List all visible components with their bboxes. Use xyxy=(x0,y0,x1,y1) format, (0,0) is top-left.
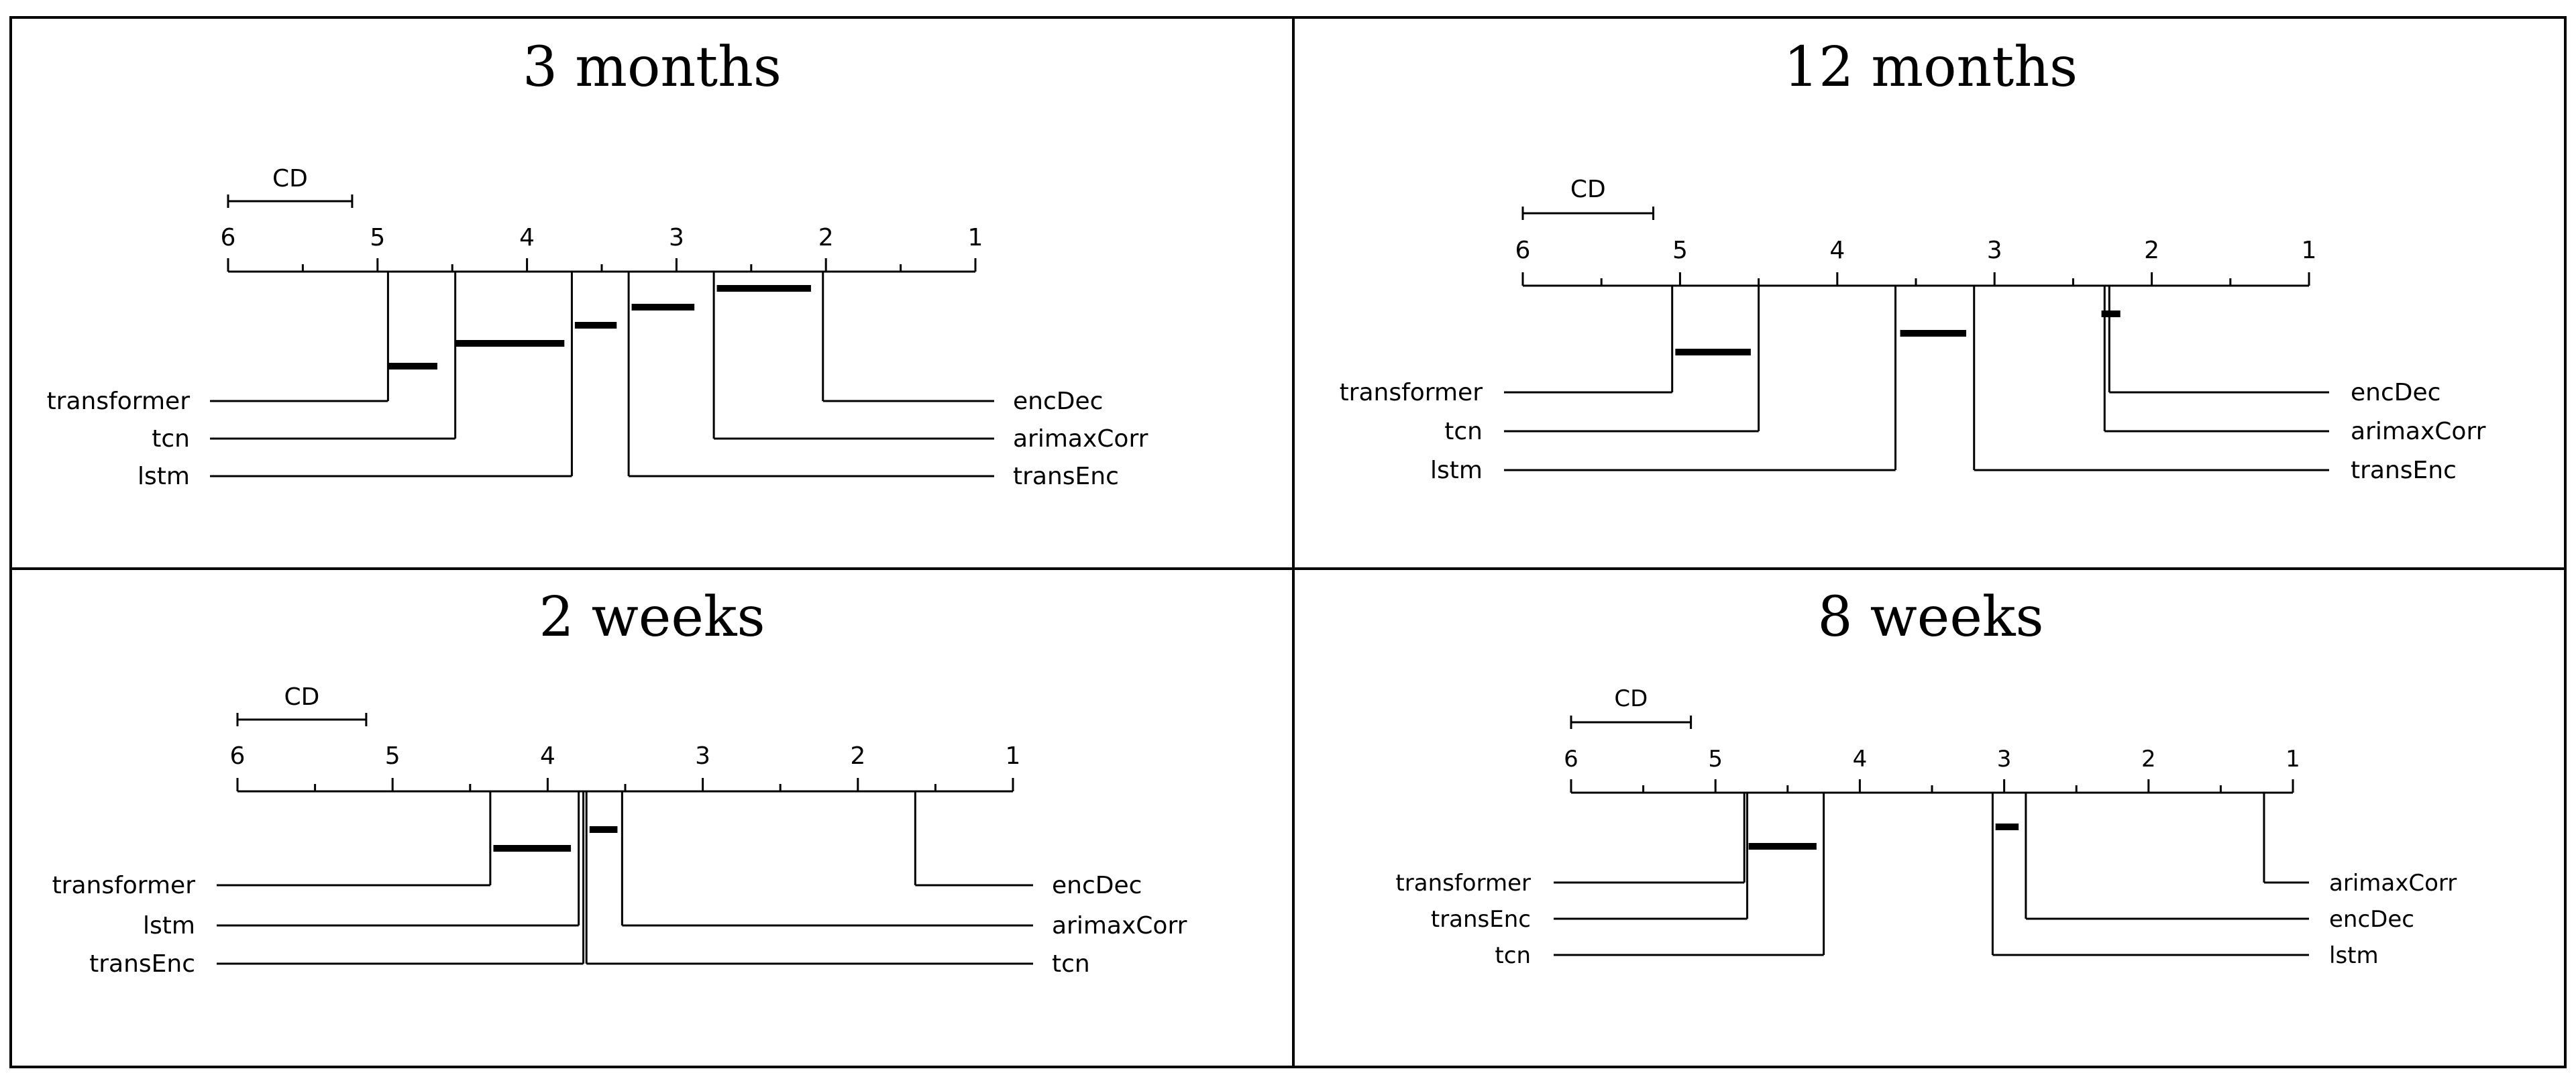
axis-tick-label: 5 xyxy=(1708,746,1723,773)
panel-2-weeks: 2 weeks CD 6 5 4 3 2 1 transformer lstm transEnc e… xyxy=(12,570,1292,1068)
axis-tick-label: 6 xyxy=(1515,237,1531,264)
axis-tick-label: 1 xyxy=(1006,742,1021,770)
method-label: transformer xyxy=(1340,379,1483,406)
method-label: transformer xyxy=(1395,870,1531,897)
axis-tick-label: 2 xyxy=(2144,237,2159,264)
axis-tick-label: 3 xyxy=(669,224,684,251)
cd-diagram: CD 6 5 4 3 2 1 transformer lstm transEnc encDec ari… xyxy=(52,683,1187,978)
cd-diagram: CD 6 5 4 3 2 1 transformer transEnc tcn arimaxCorr… xyxy=(1395,685,2457,969)
method-label: transEnc xyxy=(89,950,195,978)
axis-tick-label: 6 xyxy=(1564,746,1578,773)
cd-label: CD xyxy=(284,683,320,711)
panel-title: 2 weeks xyxy=(539,585,765,649)
axis-tick-label: 2 xyxy=(850,742,865,770)
cd-label: CD xyxy=(272,165,308,192)
axis-tick-label: 1 xyxy=(2302,237,2317,264)
method-label: arimaxCorr xyxy=(2351,418,2486,445)
method-label: lstm xyxy=(143,912,195,940)
panel-3-months: 3 months CD 6 5 4 3 2 1 transformer tcn lstm encDe… xyxy=(12,19,1292,567)
method-label: transEnc xyxy=(1013,463,1119,490)
method-label: arimaxCorr xyxy=(1052,912,1187,940)
axis-tick-label: 3 xyxy=(695,742,710,770)
panel-title: 3 months xyxy=(522,36,782,99)
cd-diagram: CD 6 5 4 3 2 1 transformer tcn lstm encDec arimaxCo… xyxy=(1340,176,2486,484)
axis-tick-label: 2 xyxy=(2141,746,2156,773)
axis-tick-label: 6 xyxy=(230,742,246,770)
axis-tick-label: 2 xyxy=(818,224,834,251)
method-label: tcn xyxy=(1052,950,1090,978)
method-label: lstm xyxy=(2329,942,2379,969)
method-label: tcn xyxy=(152,425,190,453)
cd-label: CD xyxy=(1614,685,1648,712)
axis-tick-label: 4 xyxy=(540,742,555,770)
panel-title: 8 weeks xyxy=(1817,585,2044,649)
method-label: transEnc xyxy=(1431,906,1531,933)
panel-title: 12 months xyxy=(1783,36,2078,99)
method-label: arimaxCorr xyxy=(2329,870,2457,897)
panel-divider-horizontal xyxy=(9,567,2567,570)
method-label: tcn xyxy=(1444,418,1483,445)
axis-tick-label: 1 xyxy=(2286,746,2300,773)
panel-8-weeks: 8 weeks CD 6 5 4 3 2 1 transformer transEnc tcn ar… xyxy=(1295,570,2567,1068)
method-label: transEnc xyxy=(2351,457,2457,484)
axis-tick-label: 3 xyxy=(1987,237,2002,264)
axis-tick-label: 6 xyxy=(221,224,236,251)
method-label: lstm xyxy=(138,463,190,490)
method-label: arimaxCorr xyxy=(1013,425,1148,453)
method-label: encDec xyxy=(1013,388,1103,415)
panel-divider-vertical xyxy=(1292,16,1295,1068)
cd-diagram: CD 6 5 4 3 2 1 transformer tcn lstm encDec arimaxCo… xyxy=(47,165,1148,490)
method-label: tcn xyxy=(1495,942,1531,969)
axis-tick-label: 5 xyxy=(370,224,385,251)
panel-12-months: 12 months CD 6 5 4 3 2 1 transformer tcn lstm encD… xyxy=(1295,19,2567,567)
method-label: encDec xyxy=(1052,872,1142,899)
method-label: transformer xyxy=(52,872,196,899)
axis-tick-label: 4 xyxy=(1829,237,1845,264)
axis-tick-label: 5 xyxy=(385,742,400,770)
cd-label: CD xyxy=(1570,176,1606,203)
method-label: transformer xyxy=(47,388,191,415)
axis-tick-label: 3 xyxy=(1997,746,2012,773)
method-label: encDec xyxy=(2329,906,2414,933)
axis-tick-label: 4 xyxy=(1853,746,1868,773)
axis-tick-label: 5 xyxy=(1672,237,1688,264)
axis-tick-label: 1 xyxy=(968,224,983,251)
figure-frame xyxy=(9,16,2567,1068)
method-label: lstm xyxy=(1430,457,1483,484)
axis-tick-label: 4 xyxy=(519,224,535,251)
method-label: encDec xyxy=(2351,379,2440,406)
